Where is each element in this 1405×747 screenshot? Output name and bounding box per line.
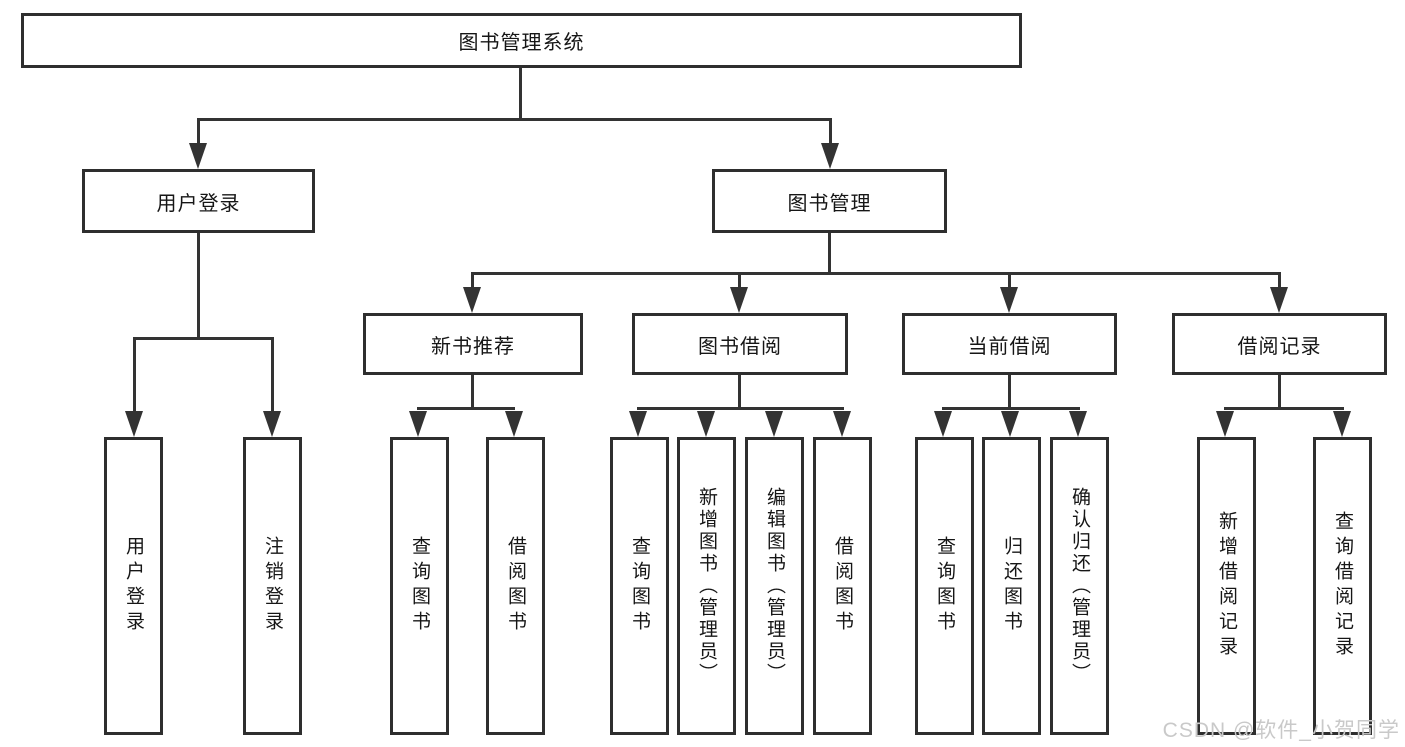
- leaf-log-query-record: 查询借阅记录: [1313, 437, 1372, 735]
- arrowhead-icon: [833, 411, 851, 437]
- arrowhead-icon: [1001, 411, 1019, 437]
- node-root: 图书管理系统: [21, 13, 1022, 68]
- connector-line: [519, 68, 522, 121]
- node-borrowing-records: 借阅记录: [1172, 313, 1387, 375]
- arrowhead-icon: [1000, 287, 1018, 313]
- node-user-login: 用户登录: [82, 169, 315, 233]
- arrowhead-icon: [409, 411, 427, 437]
- node-book-management-label: 图书管理: [787, 192, 872, 215]
- arrowhead-icon: [263, 411, 281, 437]
- leaf-cur-confirm-return-label: 确认归还（管理员）: [1069, 487, 1090, 685]
- leaf-rec-query-books-label: 查询图书: [409, 536, 430, 636]
- connector-line: [637, 407, 844, 410]
- connector-line: [738, 275, 741, 289]
- connector-line: [271, 340, 274, 411]
- connector-line: [197, 121, 200, 145]
- connector-line: [471, 375, 474, 410]
- arrowhead-icon: [125, 411, 143, 437]
- arrowhead-icon: [697, 411, 715, 437]
- node-current-borrowing: 当前借阅: [902, 313, 1117, 375]
- leaf-bor-add-books: 新增图书（管理员）: [677, 437, 736, 735]
- arrowhead-icon: [765, 411, 783, 437]
- leaf-cur-query-books: 查询图书: [915, 437, 974, 735]
- connector-line: [197, 233, 200, 340]
- node-new-book-recommend: 新书推荐: [363, 313, 583, 375]
- leaf-bor-edit-books: 编辑图书（管理员）: [745, 437, 804, 735]
- node-root-label: 图书管理系统: [458, 32, 585, 54]
- leaf-cur-query-books-label: 查询图书: [934, 536, 955, 636]
- connector-line: [828, 233, 831, 275]
- leaf-bor-borrow-books: 借阅图书: [813, 437, 872, 735]
- arrowhead-icon: [629, 411, 647, 437]
- connector-line: [829, 121, 832, 145]
- leaf-logout: 注销登录: [243, 437, 302, 735]
- connector-line: [1224, 407, 1344, 410]
- node-borrowing-records-label: 借阅记录: [1237, 335, 1322, 358]
- leaf-log-add-record-label: 新增借阅记录: [1216, 511, 1237, 661]
- leaf-bor-query-books-label: 查询图书: [629, 536, 650, 636]
- arrowhead-icon: [1270, 287, 1288, 313]
- leaf-logout-label: 注销登录: [262, 536, 283, 636]
- connector-line: [471, 275, 474, 289]
- leaf-user-login: 用户登录: [104, 437, 163, 735]
- connector-line: [1008, 375, 1011, 410]
- connector-line: [1278, 275, 1281, 289]
- leaf-bor-add-books-label: 新增图书（管理员）: [696, 487, 717, 685]
- node-user-login-label: 用户登录: [156, 192, 241, 215]
- leaf-log-add-record: 新增借阅记录: [1197, 437, 1256, 735]
- leaf-rec-borrow-books: 借阅图书: [486, 437, 545, 735]
- connector-line: [1008, 275, 1011, 289]
- leaf-log-query-record-label: 查询借阅记录: [1332, 511, 1353, 661]
- connector-line: [133, 337, 274, 340]
- node-current-borrowing-label: 当前借阅: [967, 335, 1052, 358]
- arrowhead-icon: [934, 411, 952, 437]
- arrowhead-icon: [1069, 411, 1087, 437]
- connector-line: [738, 375, 741, 410]
- leaf-rec-query-books: 查询图书: [390, 437, 449, 735]
- arrowhead-icon: [730, 287, 748, 313]
- csdn-watermark: CSDN @软件_小贺同学: [1162, 719, 1400, 742]
- node-book-borrowing: 图书借阅: [632, 313, 848, 375]
- leaf-user-login-label: 用户登录: [123, 536, 144, 636]
- connector-line: [942, 407, 1080, 410]
- connector-line: [1278, 375, 1281, 410]
- connector-line: [133, 340, 136, 411]
- arrowhead-icon: [463, 287, 481, 313]
- leaf-rec-borrow-books-label: 借阅图书: [505, 536, 526, 636]
- leaf-bor-query-books: 查询图书: [610, 437, 669, 735]
- leaf-bor-edit-books-label: 编辑图书（管理员）: [764, 487, 785, 685]
- arrowhead-icon: [189, 143, 207, 169]
- leaf-cur-confirm-return: 确认归还（管理员）: [1050, 437, 1109, 735]
- arrowhead-icon: [821, 143, 839, 169]
- node-new-book-recommend-label: 新书推荐: [431, 335, 515, 358]
- leaf-cur-return-books: 归还图书: [982, 437, 1041, 735]
- node-book-management: 图书管理: [712, 169, 947, 233]
- arrowhead-icon: [1216, 411, 1234, 437]
- connector-line: [197, 118, 832, 121]
- arrowhead-icon: [505, 411, 523, 437]
- arrowhead-icon: [1333, 411, 1351, 437]
- leaf-bor-borrow-books-label: 借阅图书: [832, 536, 853, 636]
- node-book-borrowing-label: 图书借阅: [698, 335, 782, 358]
- connector-line: [471, 272, 1281, 275]
- leaf-cur-return-books-label: 归还图书: [1001, 536, 1022, 636]
- connector-line: [417, 407, 515, 410]
